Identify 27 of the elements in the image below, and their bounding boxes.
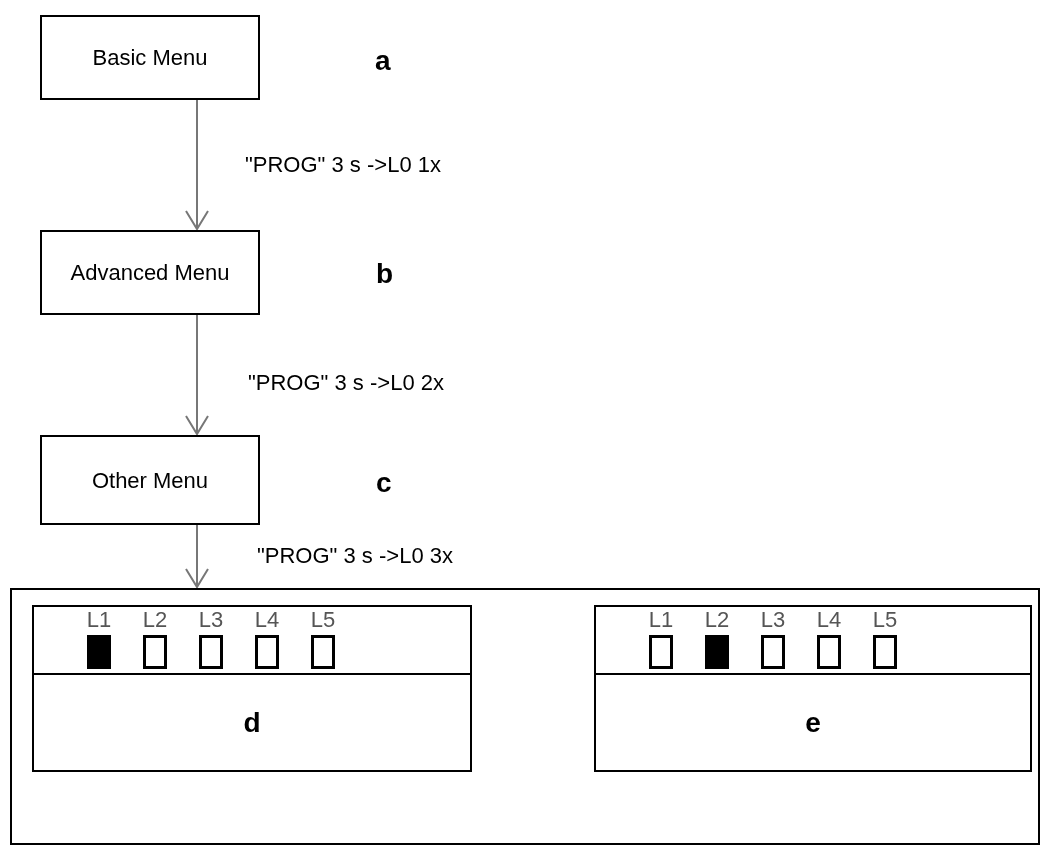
arrow	[185, 99, 209, 230]
panel-letter: d	[243, 705, 261, 740]
led-label: L2	[142, 609, 168, 631]
led-label: L5	[310, 609, 336, 631]
menu-title: Basic Menu	[92, 44, 208, 72]
menu-title: Advanced Menu	[70, 259, 230, 287]
menu-box	[40, 15, 260, 100]
arrow	[185, 314, 209, 435]
led-label: L1	[86, 609, 112, 631]
led-label: L3	[198, 609, 224, 631]
panel-letter: e	[805, 705, 821, 740]
container-box	[10, 588, 1040, 845]
menu-box	[40, 230, 260, 315]
led-label: L3	[760, 609, 786, 631]
indicator-panel	[594, 605, 1032, 772]
led-label: L5	[872, 609, 898, 631]
led-label: L1	[648, 609, 674, 631]
step-letter: c	[376, 466, 392, 500]
step-letter: b	[376, 257, 394, 291]
indicator-panel	[32, 605, 472, 772]
menu-title: Other Menu	[91, 466, 209, 495]
arrow	[185, 524, 209, 588]
led-label: L4	[816, 609, 842, 631]
step-letter: a	[375, 44, 391, 78]
menu-box	[40, 435, 260, 525]
led-label: L2	[704, 609, 730, 631]
led-label: L4	[254, 609, 280, 631]
